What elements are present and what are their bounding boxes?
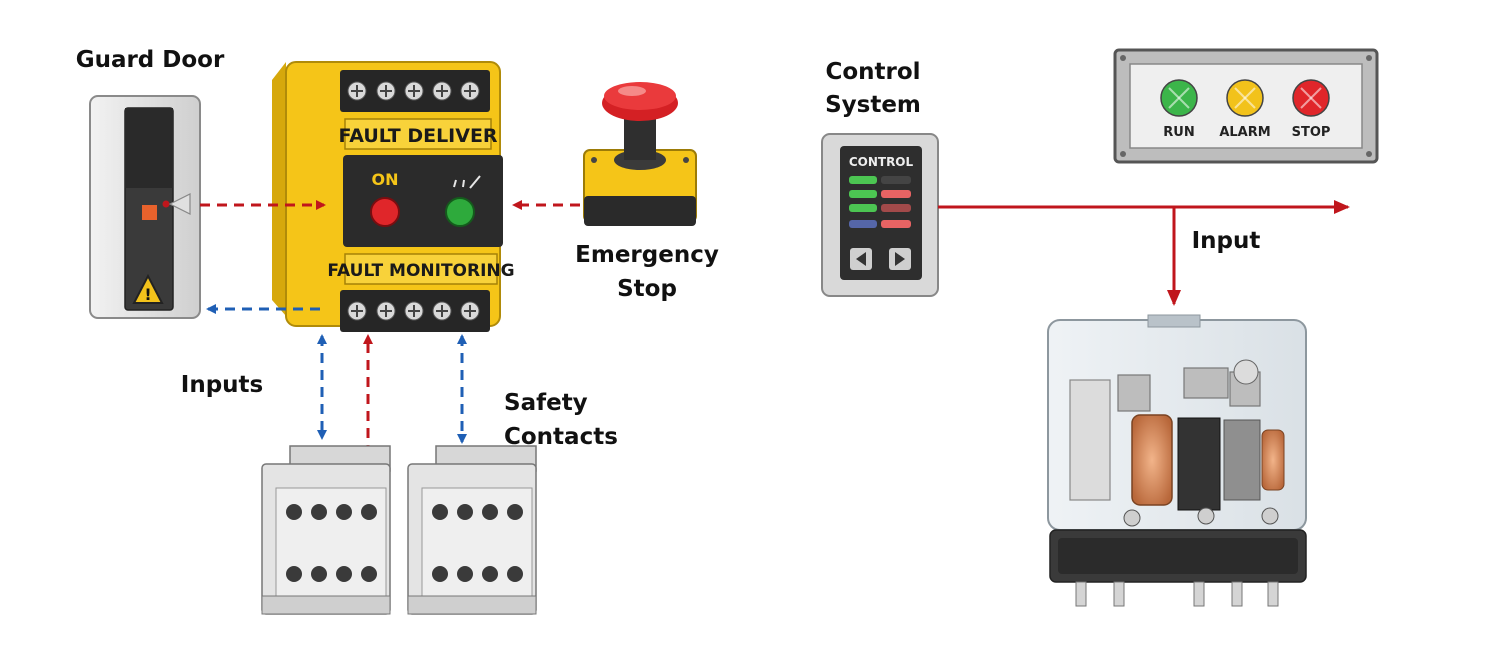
- on-label: ON: [372, 170, 399, 189]
- on-red-lamp: [370, 197, 400, 227]
- control-system-label-line1: Control: [825, 59, 920, 85]
- run-label: RUN: [1163, 125, 1194, 140]
- control-panel-title: CONTROL: [849, 155, 914, 169]
- alarm-label: ALARM: [1219, 125, 1270, 140]
- stop-label: STOP: [1292, 125, 1331, 140]
- input-label: Input: [1192, 228, 1261, 254]
- power-relay: [1047, 314, 1307, 607]
- inputs-label: Inputs: [181, 372, 263, 398]
- emergency-stop-button: [583, 82, 697, 226]
- control-panel: CONTROL: [821, 133, 939, 297]
- safety-relay-module: FAULT DELIVER ON FAULT MONITORING: [272, 61, 515, 332]
- fault-deliver-plate: FAULT DELIVER: [338, 125, 497, 147]
- contactor-left: [261, 445, 391, 615]
- coil: [1131, 414, 1173, 506]
- status-lamp-panel: RUN ALARM STOP: [1113, 48, 1379, 164]
- contactor-right: [407, 445, 537, 615]
- guard-door-switch: !: [89, 95, 201, 319]
- emergency-stop-label-line2: Stop: [617, 276, 677, 302]
- green-lamp: [445, 197, 475, 227]
- emergency-stop-label-line1: Emergency: [575, 242, 719, 268]
- control-system-label-line2: System: [825, 92, 921, 118]
- fault-monitoring-plate: FAULT MONITORING: [327, 261, 514, 281]
- warning-icon: [132, 273, 164, 304]
- indicator-ticks: [453, 175, 481, 189]
- svg-text:!: !: [144, 285, 151, 304]
- safety-contacts-label-line1: Safety: [504, 390, 588, 416]
- guard-door-label: Guard Door: [76, 47, 225, 73]
